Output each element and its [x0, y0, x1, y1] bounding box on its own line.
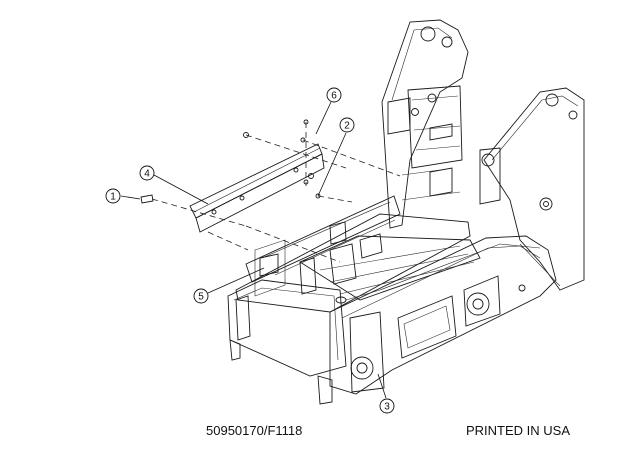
frame-body: [235, 195, 481, 313]
printed-in-usa-note: PRINTED IN USA: [466, 423, 571, 438]
assembly-lines: [151, 122, 401, 263]
callout-6-label: 6: [331, 91, 337, 102]
right-upright-tower: [479, 87, 585, 291]
left-side-panel: [227, 279, 347, 405]
callout-6: 6: [315, 87, 342, 135]
callout-1: 1: [105, 188, 141, 204]
callout-1-label: 1: [110, 192, 116, 203]
left-upright-tower: [381, 19, 469, 229]
angle-bracket: [189, 143, 325, 233]
callout-3: 3: [377, 373, 395, 414]
callout-5-label: 5: [198, 292, 204, 303]
part-number: 50950170/F1118: [206, 423, 303, 438]
callout-2: 2: [317, 117, 355, 197]
callout-2-label: 2: [344, 121, 350, 132]
callout-4-label: 4: [144, 169, 150, 180]
right-side-panel: [329, 235, 557, 395]
callout-5: 5: [193, 267, 265, 304]
callout-4: 4: [139, 165, 209, 205]
callout-3-label: 3: [384, 402, 390, 413]
